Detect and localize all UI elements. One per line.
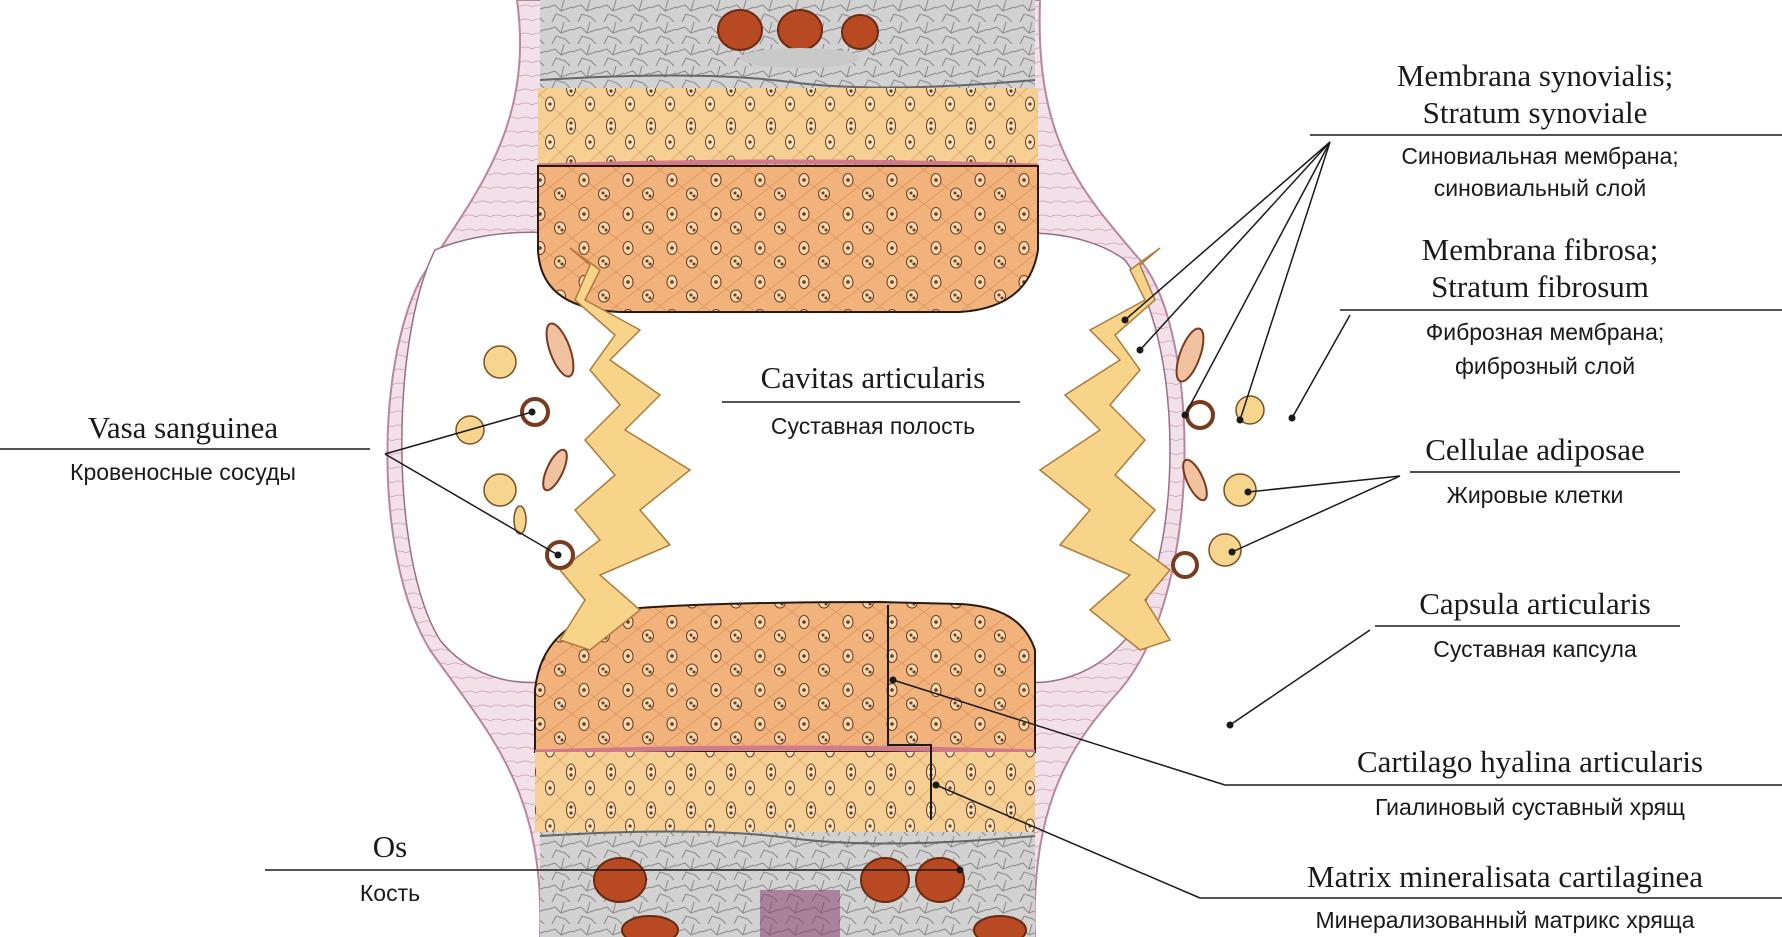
membrana-synovialis-russian-1: Синовиальная мембрана; xyxy=(1401,143,1678,169)
lower-deep-cartilage xyxy=(535,752,1035,832)
capsula-russian: Суставная капсула xyxy=(1433,636,1637,662)
upper-hyaline-cartilage xyxy=(538,166,1038,312)
upper-bone xyxy=(540,0,1035,88)
label-capsula-articularis: Capsula articularis Суставная капсула xyxy=(1375,586,1680,662)
os-russian: Кость xyxy=(360,880,420,906)
leader-capsula-articularis xyxy=(1227,630,1371,729)
membrana-synovialis-latin-2: Stratum synoviale xyxy=(1423,95,1648,130)
label-matrix-mineralisata: Matrix mineralisata cartilaginea Минерал… xyxy=(1200,859,1782,933)
vasa-latin: Vasa sanguinea xyxy=(88,410,278,445)
cavitas-russian: Суставная полость xyxy=(771,413,975,439)
os-latin: Os xyxy=(373,829,407,864)
matrix-latin: Matrix mineralisata cartilaginea xyxy=(1307,859,1703,894)
matrix-russian: Минерализованный матрикс хряща xyxy=(1315,907,1694,933)
label-cartilago-hyalina: Cartilago hyalina articularis Гиалиновый… xyxy=(1225,744,1782,820)
capsula-latin: Capsula articularis xyxy=(1419,586,1651,621)
membrana-fibrosa-latin-2: Stratum fibrosum xyxy=(1431,269,1649,304)
lower-bone xyxy=(540,831,1035,937)
membrana-fibrosa-russian-1: Фиброзная мембрана; xyxy=(1426,319,1665,345)
label-membrana-fibrosa: Membrana fibrosa; Stratum fibrosum Фибро… xyxy=(1340,232,1782,379)
membrana-synovialis-latin-1: Membrana synovialis; xyxy=(1397,58,1673,93)
membrana-synovialis-russian-2: синовиальный слой xyxy=(1434,175,1646,201)
cellulae-russian: Жировые клетки xyxy=(1447,482,1624,508)
label-cellulae-adiposae: Cellulae adiposae Жировые клетки xyxy=(1410,432,1680,508)
upper-deep-cartilage xyxy=(538,88,1038,166)
cavitas-latin: Cavitas articularis xyxy=(761,360,986,395)
cartilago-latin: Cartilago hyalina articularis xyxy=(1357,744,1703,779)
membrana-fibrosa-russian-2: фиброзный слой xyxy=(1455,353,1635,379)
label-membrana-synovialis: Membrana synovialis; Stratum synoviale С… xyxy=(1310,58,1782,201)
vasa-russian: Кровеносные сосуды xyxy=(70,459,296,485)
membrana-fibrosa-latin-1: Membrana fibrosa; xyxy=(1422,232,1659,267)
cellulae-latin: Cellulae adiposae xyxy=(1425,432,1645,467)
cartilago-russian: Гиалиновый суставный хрящ xyxy=(1375,794,1685,820)
label-vasa-sanguinea: Vasa sanguinea Кровеносные сосуды xyxy=(0,410,370,485)
leader-membrana-fibrosa xyxy=(1289,315,1351,422)
joint-illustration xyxy=(387,0,1264,937)
